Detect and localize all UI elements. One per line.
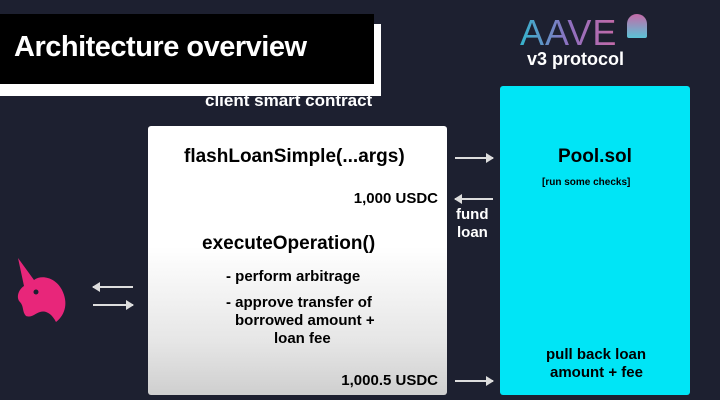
arrow-from-uniswap (92, 282, 133, 292)
received-amount: 1,000 USDC (353, 190, 438, 207)
client-label: client smart contract (205, 91, 373, 110)
flash-loan-call: flashLoanSimple(...args) (184, 146, 405, 167)
arrow-to-uniswap (93, 300, 134, 310)
step-approve-2: borrowed amount + (235, 312, 375, 329)
page-title: Architecture overview (14, 31, 307, 63)
execute-operation: executeOperation() (202, 233, 376, 254)
pull-back-2: amount + fee (550, 364, 643, 381)
aave-ghost-icon (627, 14, 647, 38)
step-arbitrage: - perform arbitrage (226, 268, 361, 285)
protocol-version: v3 protocol (527, 49, 625, 69)
step-approve-1: - approve transfer of (226, 294, 372, 311)
pull-back-1: pull back loan (546, 346, 647, 363)
arrow-to-pool (455, 153, 494, 163)
fund-label: fund (456, 206, 489, 223)
pool-contract-box: Pool.sol [run some checks] pull back loa… (500, 86, 690, 395)
pool-name: Pool.sol (558, 146, 632, 167)
arrow-fund-loan (454, 194, 493, 204)
aave-logo: AAVE (520, 12, 618, 53)
arrow-repay (455, 376, 494, 386)
client-contract-box: flashLoanSimple(...args) 1,000 USDC exec… (148, 126, 447, 395)
loan-label: loan (457, 224, 488, 241)
step-approve-3: loan fee (274, 330, 331, 347)
title-banner: Architecture overview (0, 14, 374, 84)
pool-checks: [run some checks] (542, 177, 631, 188)
uniswap-unicorn-icon (17, 258, 66, 322)
repay-amount: 1,000.5 USDC (341, 372, 438, 389)
